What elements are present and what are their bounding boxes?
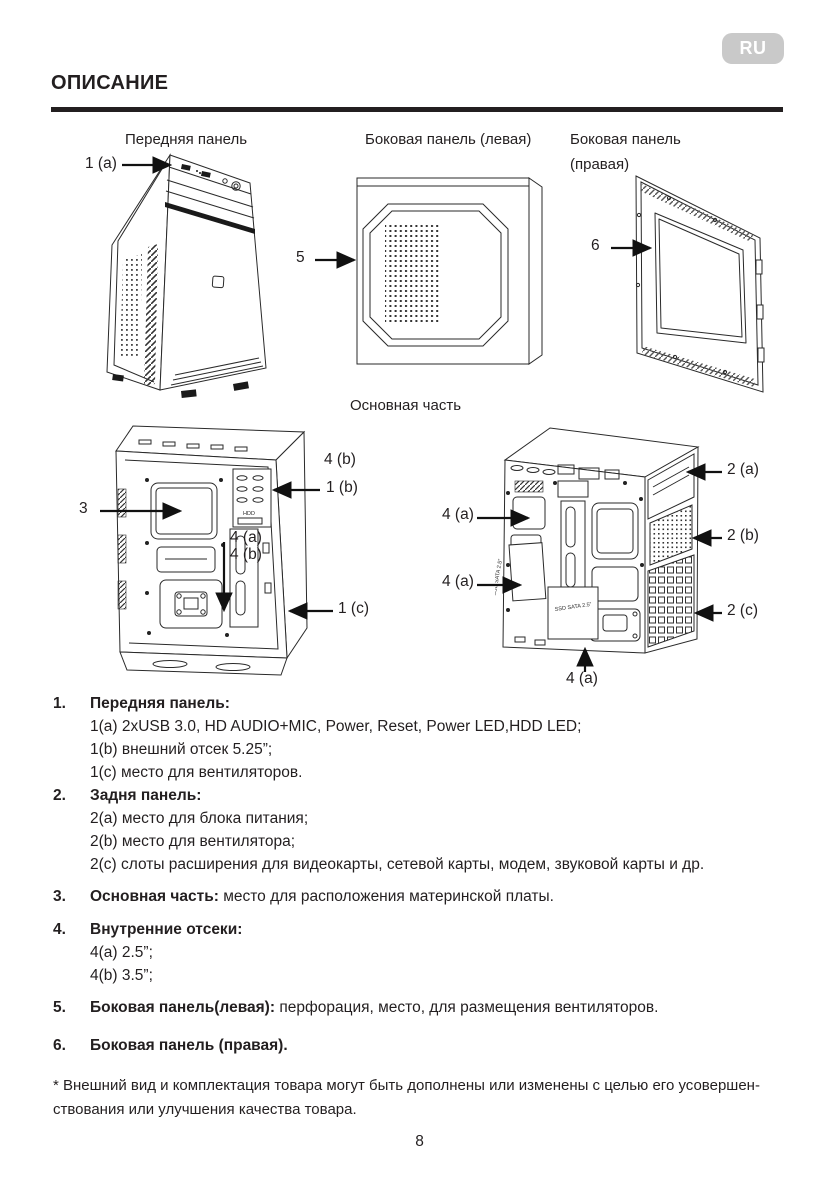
legend-heading: Задня панель:: [90, 787, 202, 804]
callout-4a-bottom: 4 (a): [566, 670, 598, 687]
callout-4a-left2: 4 (a): [442, 573, 474, 590]
legend-number: 2.: [53, 787, 66, 804]
legend-line: 1(b) внешний отсек 5.25”;: [90, 741, 273, 758]
legend-line: 4(b) 3.5”;: [90, 967, 153, 984]
legend-heading: Основная часть:: [90, 888, 219, 905]
main-part-drawing: HDD: [105, 423, 335, 685]
side-left-caption: Боковая панель (левая): [365, 131, 532, 148]
title-divider: [51, 107, 783, 112]
callout-1b: 1 (b): [326, 479, 358, 496]
hdd-cage-text: HDD: [243, 511, 255, 517]
callout-4a-mid: 4 (a): [230, 529, 262, 546]
footnote-line-1: * Внешний вид и комплектация товара могу…: [53, 1077, 760, 1094]
side-right-caption-line1: Боковая панель: [570, 131, 681, 148]
legend-number: 1.: [53, 695, 66, 712]
legend-number: 5.: [53, 999, 66, 1016]
legend-item-1: 1. Передняя панель: 1(a) 2xUSB 3.0, HD A…: [53, 692, 787, 784]
side-panel-right-drawing: [625, 165, 770, 400]
callout-3: 3: [79, 500, 88, 517]
page-title: ОПИСАНИЕ: [51, 72, 169, 94]
legend-heading: Внутренние отсеки:: [90, 921, 243, 938]
legend-line: 2(a) место для блока питания;: [90, 810, 309, 827]
legend-inline-text: перфорация, место, для размещения вентил…: [279, 999, 659, 1016]
callout-4b-top: 4 (b): [324, 451, 356, 468]
footnote-line-2: ствования или улучшения качества товара.: [53, 1101, 357, 1118]
front-panel-caption: Передняя панель: [125, 131, 248, 148]
callout-1c: 1 (c): [338, 600, 369, 617]
legend-line: 4(a) 2.5”;: [90, 944, 153, 961]
legend-line: 1(c) место для вентиляторов.: [90, 764, 303, 781]
page-number: 8: [415, 1133, 424, 1150]
side-panel-left-drawing: [352, 174, 552, 370]
legend-line: 2(b) место для вентилятора;: [90, 833, 296, 850]
rear-case-drawing: SSD SATA 2.5” SSD SATA 2.5”: [495, 415, 740, 673]
legend-line: 1(a) 2xUSB 3.0, HD AUDIO+MIC, Power, Res…: [90, 718, 582, 735]
legend-heading: Передняя панель:: [90, 695, 230, 712]
side-right-caption-line2: (правая): [570, 156, 630, 173]
ssd-bracket-text: SSD SATA 2.5”: [554, 602, 592, 613]
legend-item-5: 5. Боковая панель(левая): перфорация, ме…: [53, 996, 787, 1019]
legend-list: 1. Передняя панель: 1(a) 2xUSB 3.0, HD A…: [53, 692, 787, 1057]
legend-item-2: 2. Задня панель: 2(a) место для блока пи…: [53, 784, 787, 876]
legend-heading: Боковая панель(левая):: [90, 999, 276, 1016]
callout-4a-left1: 4 (a): [442, 506, 474, 523]
callout-2b: 2 (b): [727, 527, 759, 544]
callout-5: 5: [296, 249, 305, 266]
legend-number: 4.: [53, 921, 66, 938]
callout-6: 6: [591, 237, 600, 254]
front-case-drawing: [85, 148, 305, 403]
legend-item-6: 6. Боковая панель (правая).: [53, 1034, 787, 1057]
legend-number: 6.: [53, 1037, 66, 1054]
language-badge: RU: [722, 33, 784, 64]
legend-item-4: 4. Внутренние отсеки: 4(a) 2.5”; 4(b) 3.…: [53, 918, 787, 987]
callout-2c: 2 (c): [727, 602, 758, 619]
callout-1a: 1 (a): [85, 155, 117, 172]
callout-4b-mid: 4 (b): [230, 546, 262, 563]
ssd-plate-text: SSD SATA 2.5”: [495, 558, 504, 596]
footnote: * Внешний вид и комплектация товара могу…: [53, 1074, 793, 1122]
legend-number: 3.: [53, 888, 66, 905]
legend-item-3: 3. Основная часть: место для расположени…: [53, 885, 787, 908]
callout-2a: 2 (a): [727, 461, 759, 478]
legend-inline-text: место для расположения материнской платы…: [223, 888, 554, 905]
legend-line: 2(c) слоты расширения для видеокарты, се…: [90, 856, 705, 873]
main-part-caption: Основная часть: [350, 397, 462, 414]
legend-heading: Боковая панель (правая).: [90, 1037, 288, 1054]
